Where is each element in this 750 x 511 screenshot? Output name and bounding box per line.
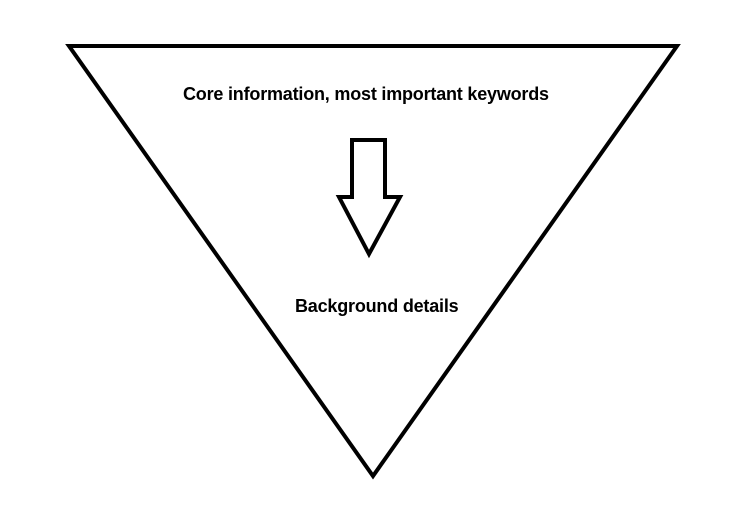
bottom-label: Background details xyxy=(295,296,459,316)
down-arrow-icon xyxy=(335,138,404,259)
top-label: Core information, most important keyword… xyxy=(183,84,549,104)
inverted-triangle xyxy=(65,44,681,480)
